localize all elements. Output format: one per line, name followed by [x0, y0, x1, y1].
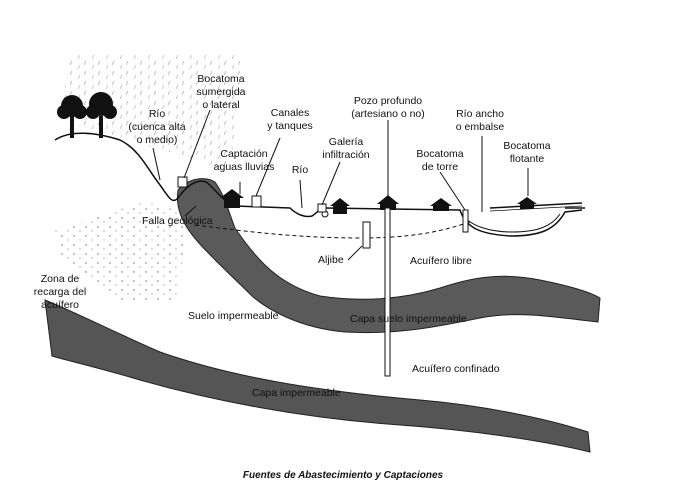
- capa-impermeable-layer: [44, 299, 591, 453]
- label-capa-suelo-impermeable: Capa suelo impermeable: [350, 313, 467, 325]
- bocatoma-torre: [462, 209, 469, 233]
- recharge-dots: [55, 200, 185, 300]
- bocatoma-sumergida-box: [177, 176, 188, 188]
- reservoir-water: [461, 213, 561, 233]
- pointer-falla: [184, 205, 197, 217]
- label-acuifero-libre: Acuífero libre: [410, 255, 472, 267]
- pointer-rio: [299, 179, 303, 209]
- trees-icon: [57, 92, 117, 138]
- rain-area: [60, 55, 245, 170]
- reservoir-platform: [489, 202, 583, 209]
- house-icon-5: [517, 197, 537, 209]
- tank-icon: [251, 195, 262, 208]
- label-canales-tanques: Canales y tanques: [267, 107, 313, 132]
- pointer-canales: [255, 137, 281, 197]
- label-galeria: Galería infiltración: [322, 136, 370, 161]
- label-rio-ancho: Río ancho o embalse: [455, 108, 505, 133]
- pointer-torre: [439, 171, 466, 211]
- label-bocatoma-torre: Bocatoma de torre: [416, 148, 464, 173]
- galeria-box: [317, 203, 327, 213]
- label-rio: Río: [291, 164, 309, 176]
- label-bocatoma-sumergida: Bocatoma sumergida o lateral: [196, 73, 246, 111]
- label-rio-cuenca: Río (cuenca alta o medio): [128, 108, 186, 146]
- aljibe-well: [362, 221, 371, 249]
- pointer-aljibe: [347, 245, 363, 261]
- reservoir-platform-2: [489, 205, 583, 212]
- label-falla-geologica: Falla geológica: [142, 215, 213, 227]
- label-suelo-impermeable: Suelo impermeable: [188, 310, 279, 322]
- label-aljibe: Aljibe: [318, 254, 344, 266]
- pointer-rio-cuenca: [152, 147, 161, 181]
- label-captacion-lluvias: Captación aguas lluvias: [213, 148, 275, 173]
- label-capa-impermeable: Capa impermeable: [252, 387, 341, 399]
- label-zona-recarga: Zona de recarga del acuífero: [33, 273, 87, 311]
- pointer-galeria: [321, 161, 341, 206]
- label-bocatoma-flotante: Bocatoma flotante: [503, 140, 551, 165]
- capa-suelo-impermeable-layer: [176, 178, 601, 334]
- label-acuifero-confinado: Acuífero confinado: [412, 363, 500, 375]
- water-table-line: [194, 221, 471, 239]
- pointer-bocatoma-sumergida: [183, 109, 211, 179]
- house-icon-2: [330, 198, 350, 214]
- pozo-profundo-well: [384, 207, 391, 377]
- house-icon-4: [430, 198, 452, 211]
- house-icon-3: [377, 195, 399, 210]
- figure-caption: Fuentes de Abastecimiento y Captaciones: [242, 470, 444, 481]
- house-icon-1: [220, 189, 244, 208]
- label-pozo-profundo: Pozo profundo (artesiano o no): [351, 95, 425, 120]
